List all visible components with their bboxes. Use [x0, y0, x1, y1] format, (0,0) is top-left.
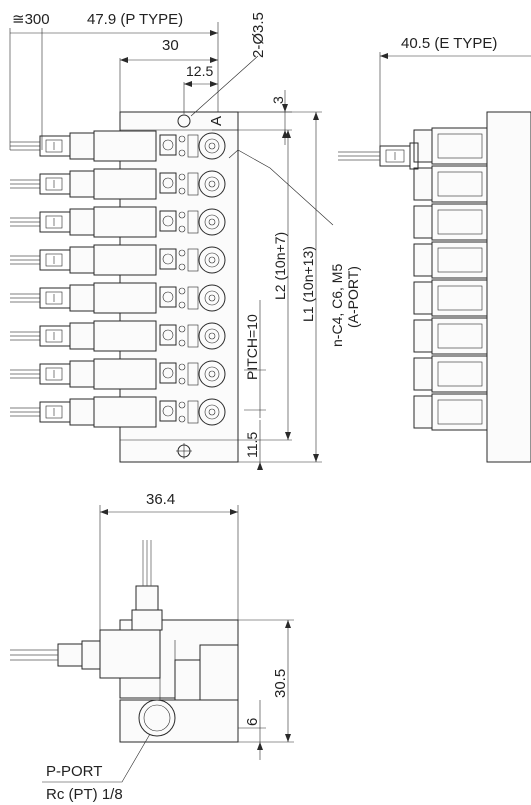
valve-station — [10, 206, 226, 238]
front-base — [119, 699, 239, 743]
a-port-fitting — [198, 246, 226, 274]
front-side-connector — [10, 640, 101, 670]
a-port-fitting — [198, 360, 226, 388]
front-top-connector — [131, 540, 163, 631]
mount-hole-bottom — [176, 443, 192, 459]
a-port-fitting — [198, 208, 226, 236]
dim-3-label: 3 — [270, 96, 286, 104]
valve-station — [10, 320, 226, 352]
valve-station — [10, 244, 226, 276]
l1-label: L1 (10n+13) — [300, 246, 316, 322]
pitch-label: PITCH=10 — [244, 314, 260, 380]
dim-30-5-label: 30.5 — [272, 669, 289, 698]
dim-36-4-label: 36.4 — [146, 491, 175, 508]
valve-station — [10, 130, 226, 162]
top-view-dimensions: ≅300 47.9 (P TYPE) 30 12.5 2-Ø3.5 A 3 — [9, 11, 361, 470]
side-valve-block — [413, 355, 488, 393]
side-valve-block — [413, 203, 488, 241]
a-port-fitting — [198, 322, 226, 350]
a-port-fitting — [198, 132, 226, 160]
dim-11-5-label: 11.5 — [244, 432, 260, 458]
dim-12-5-label: 12.5 — [186, 63, 213, 79]
side-view: 40.5 (E TYPE) — [338, 35, 531, 463]
e-type-connector — [338, 142, 419, 170]
a-port-name-label: (A-PORT) — [345, 266, 361, 328]
side-valve-stack — [413, 127, 488, 431]
a-port-fitting — [198, 398, 226, 426]
side-valve-block — [413, 317, 488, 355]
p-type-width-label: 47.9 (P TYPE) — [87, 11, 183, 28]
front-view: 36.4 30.5 6 P-PORT Rc (PT) 1/8 — [10, 491, 294, 803]
p-port-name-label: P-PORT — [46, 763, 102, 780]
side-valve-block — [413, 241, 488, 279]
side-valve-block — [413, 127, 488, 165]
top-view — [10, 111, 239, 463]
mount-hole-top — [177, 114, 191, 128]
dim-30-label: 30 — [162, 37, 179, 54]
port-letter-a: A — [208, 116, 225, 126]
p-port-thread-label: Rc (PT) 1/8 — [46, 786, 123, 803]
valve-station — [10, 358, 226, 390]
mount-holes-label: 2-Ø3.5 — [250, 12, 267, 58]
p-port-circle — [138, 699, 176, 737]
a-port-spec-label: n-C4, C6, M5 — [329, 264, 345, 347]
a-port-fitting — [198, 284, 226, 312]
e-type-width-label: 40.5 (E TYPE) — [401, 35, 497, 52]
side-valve-block — [413, 279, 488, 317]
side-valve-block — [413, 165, 488, 203]
dim-6-label: 6 — [244, 718, 261, 726]
valve-station — [10, 396, 226, 428]
valve-station — [10, 168, 226, 200]
side-manifold-body — [486, 111, 531, 463]
valve-station — [10, 282, 226, 314]
a-port-fitting — [198, 170, 226, 198]
l2-label: L2 (10n+7) — [272, 232, 288, 300]
top-valve-stack — [10, 130, 226, 428]
side-valve-block — [413, 393, 488, 431]
wire-length-label: ≅300 — [12, 11, 50, 28]
